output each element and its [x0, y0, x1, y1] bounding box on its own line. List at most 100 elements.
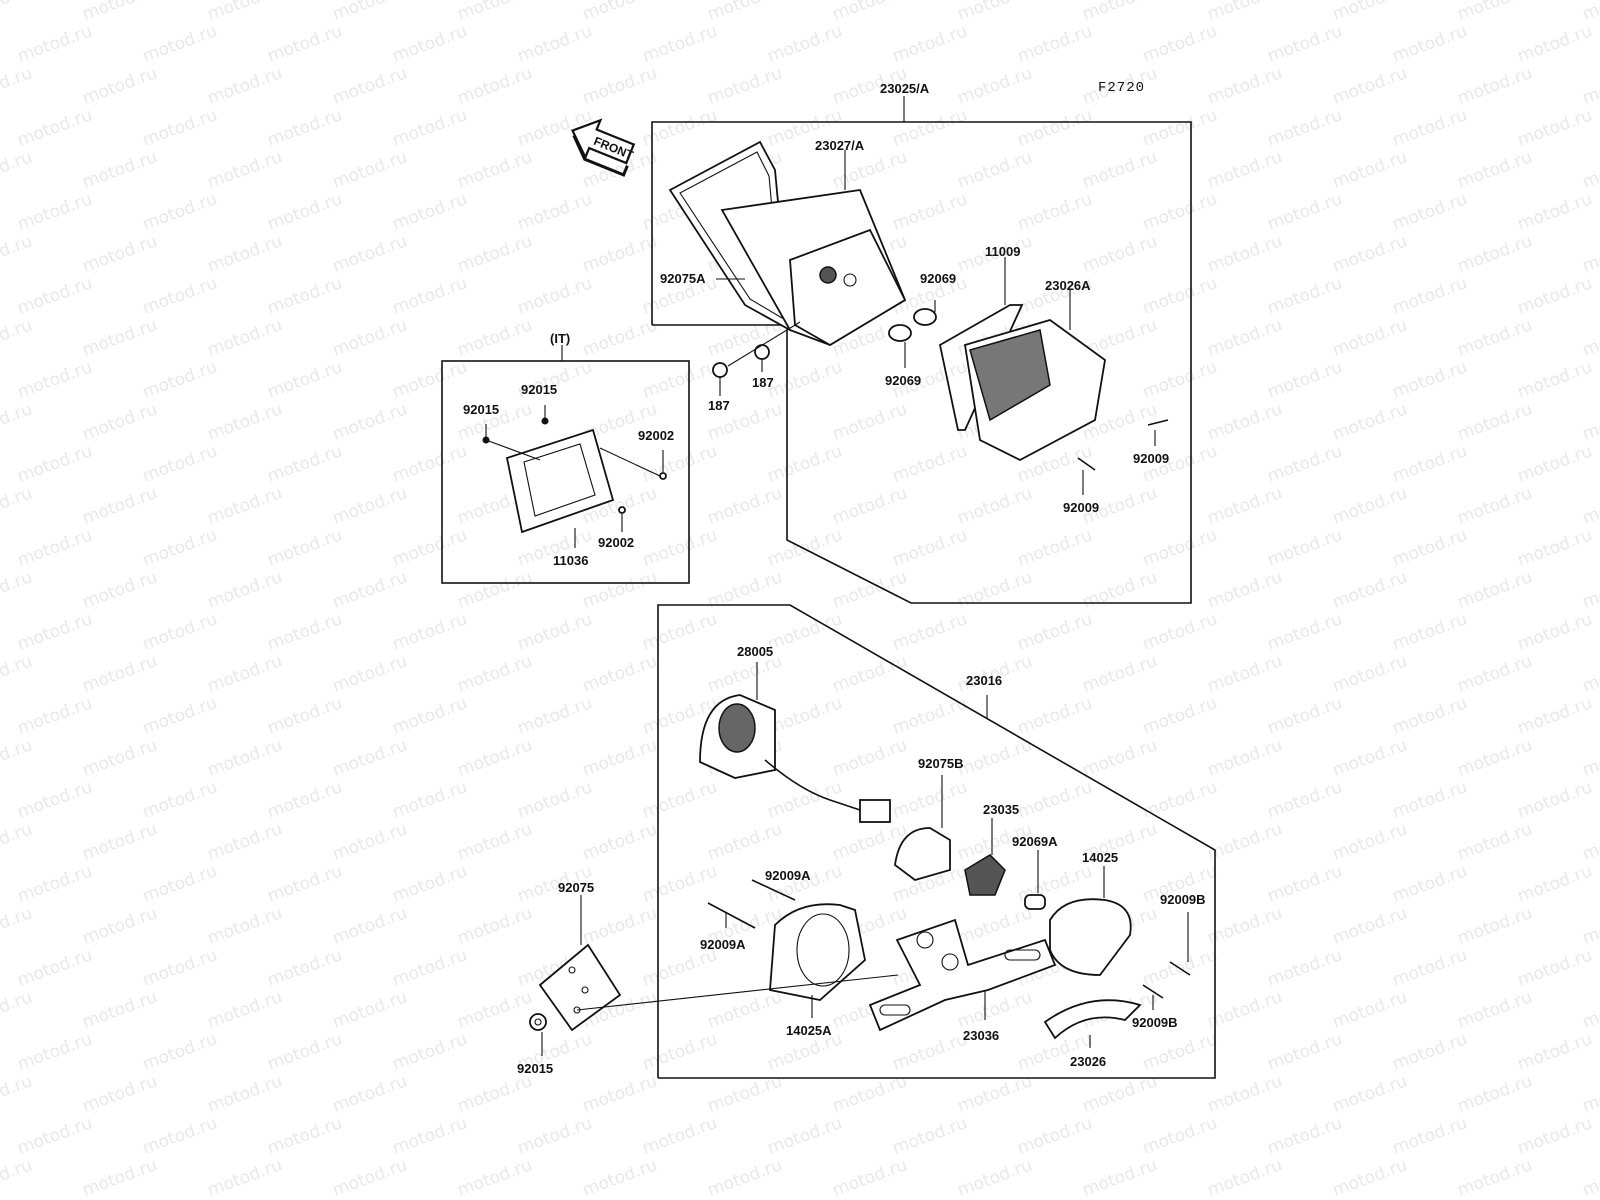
watermark-text: motod.ru [1140, 273, 1220, 318]
bulb-92069-upper [913, 300, 937, 326]
watermark-text: motod.ru [455, 231, 535, 276]
watermark-text: motod.ru [890, 609, 970, 654]
watermark-text: motod.ru [455, 0, 535, 25]
watermark-text: motod.ru [80, 315, 160, 360]
part-label-92015-a: 92015 [521, 382, 557, 397]
watermark-text: motod.ru [140, 189, 220, 234]
part-label-92015-b: 92015 [463, 402, 499, 417]
watermark-text: motod.ru [1390, 273, 1470, 318]
variant-label: (IT) [550, 331, 570, 346]
watermark-text: motod.ru [1455, 567, 1535, 612]
watermark-text: motod.ru [205, 987, 285, 1032]
watermark-text: motod.ru [15, 945, 95, 990]
watermark-text: motod.ru [140, 441, 220, 486]
watermark-text: motod.ru [0, 1155, 35, 1200]
watermark-text: motod.ru [1265, 273, 1345, 318]
watermark-text: motod.ru [0, 903, 35, 948]
watermark-text: motod.ru [80, 1071, 160, 1116]
part-label-23035: 23035 [983, 802, 1019, 817]
watermark-text: motod.ru [140, 273, 220, 318]
watermark-text: motod.ru [955, 903, 1035, 948]
watermark-text: motod.ru [1330, 987, 1410, 1032]
watermark-text: motod.ru [1330, 819, 1410, 864]
watermark-text: motod.ru [1330, 399, 1410, 444]
watermark-text: motod.ru [1390, 21, 1470, 66]
watermark-text: motod.ru [1330, 903, 1410, 948]
watermark-text: motod.ru [205, 651, 285, 696]
watermark-text: motod.ru [15, 189, 95, 234]
watermark-text: motod.ru [0, 63, 35, 108]
watermark-text: motod.ru [265, 777, 345, 822]
gasket-92075-group: 92075 92015 [517, 880, 899, 1076]
watermark-text: motod.ru [330, 315, 410, 360]
watermark-text: motod.ru [830, 735, 910, 780]
watermark-text: motod.ru [205, 819, 285, 864]
cover-23026 [1043, 999, 1142, 1040]
watermark-text: motod.ru [1205, 231, 1285, 276]
watermark-text: motod.ru [580, 567, 660, 612]
part-label-14025A: 14025A [786, 1023, 832, 1038]
watermark-text: motod.ru [890, 1029, 970, 1074]
watermark-text: motod.ru [15, 441, 95, 486]
watermark-text: motod.ru [890, 441, 970, 486]
watermark-text: motod.ru [580, 315, 660, 360]
watermark-text: motod.ru [1390, 1113, 1470, 1158]
watermark-text: motod.ru [1455, 819, 1535, 864]
watermark-text: motod.ru [330, 399, 410, 444]
watermark-text: motod.ru [0, 147, 35, 192]
watermark-text: motod.ru [1015, 1113, 1095, 1158]
part-label-187-left: 187 [708, 398, 730, 413]
watermark-text: motod.ru [330, 987, 410, 1032]
screw-187-right [754, 344, 770, 372]
watermark-text: motod.ru [1140, 777, 1220, 822]
watermark-text: motod.ru [705, 1155, 785, 1200]
watermark-text: motod.ru [1205, 315, 1285, 360]
watermark-text: motod.ru [1580, 987, 1600, 1032]
watermark-text: motod.ru [390, 441, 470, 486]
watermark-text: motod.ru [1455, 1071, 1535, 1116]
watermark-text: motod.ru [1205, 63, 1285, 108]
watermark-text: motod.ru [1330, 567, 1410, 612]
watermark-text: motod.ru [1455, 1155, 1535, 1200]
watermark-text: motod.ru [15, 1029, 95, 1074]
watermark-text: motod.ru [205, 63, 285, 108]
watermark-text: motod.ru [1205, 1155, 1285, 1200]
watermark-text: motod.ru [580, 903, 660, 948]
screw-92009B-lower [1142, 984, 1164, 1010]
watermark-text: motod.ru [1580, 399, 1600, 444]
watermark-text: motod.ru [330, 483, 410, 528]
screw-92009A-upper [751, 879, 796, 901]
watermark-text: motod.ru [890, 105, 970, 150]
watermark-text: motod.ru [1580, 903, 1600, 948]
watermark-text: motod.ru [140, 609, 220, 654]
watermark-text: motod.ru [580, 1155, 660, 1200]
watermark-text: motod.ru [330, 735, 410, 780]
part-label-92009A-upper: 92009A [765, 868, 811, 883]
watermark-text: motod.ru [1580, 0, 1600, 25]
watermark-text: motod.ru [1515, 945, 1595, 990]
watermark-text: motod.ru [1265, 945, 1345, 990]
watermark-text: motod.ru [580, 1071, 660, 1116]
watermark-text: motod.ru [1205, 819, 1285, 864]
watermark-text: motod.ru [1515, 861, 1595, 906]
watermark-text: motod.ru [390, 693, 470, 738]
watermark-text: motod.ru [1580, 231, 1600, 276]
watermark-text: motod.ru [1390, 525, 1470, 570]
watermark-text: motod.ru [1015, 693, 1095, 738]
watermark-text: motod.ru [1515, 105, 1595, 150]
watermark-text: motod.ru [765, 1113, 845, 1158]
watermark-text: motod.ru [330, 231, 410, 276]
part-label-11036: 11036 [553, 553, 588, 568]
watermark-text: motod.ru [1330, 147, 1410, 192]
watermark-text: motod.ru [765, 441, 845, 486]
watermark-text: motod.ru [955, 147, 1035, 192]
watermark-text: motod.ru [455, 63, 535, 108]
watermark-text: motod.ru [1330, 231, 1410, 276]
part-label-92075B: 92075B [918, 756, 964, 771]
license-light-assembly-group: 23016 28005 92075B 23035 92069A 14025 92… [657, 604, 1216, 1079]
watermark-text: motod.ru [1330, 735, 1410, 780]
watermark-text: motod.ru [15, 861, 95, 906]
watermark-text: motod.ru [265, 189, 345, 234]
watermark-text: motod.ru [1140, 525, 1220, 570]
part-label-92009-lower: 92009 [1063, 500, 1099, 515]
